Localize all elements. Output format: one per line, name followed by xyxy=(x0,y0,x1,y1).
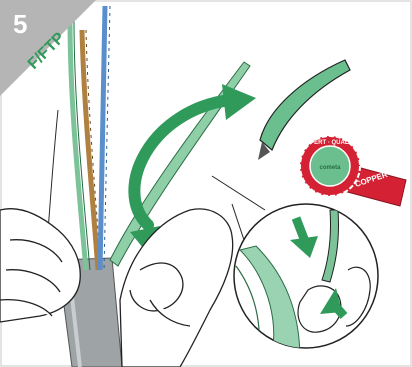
seal-center-text: cometa xyxy=(319,165,341,171)
step-number: 5 xyxy=(13,9,27,39)
seal-ring-text: EXPERT · QUALITY xyxy=(302,140,358,146)
